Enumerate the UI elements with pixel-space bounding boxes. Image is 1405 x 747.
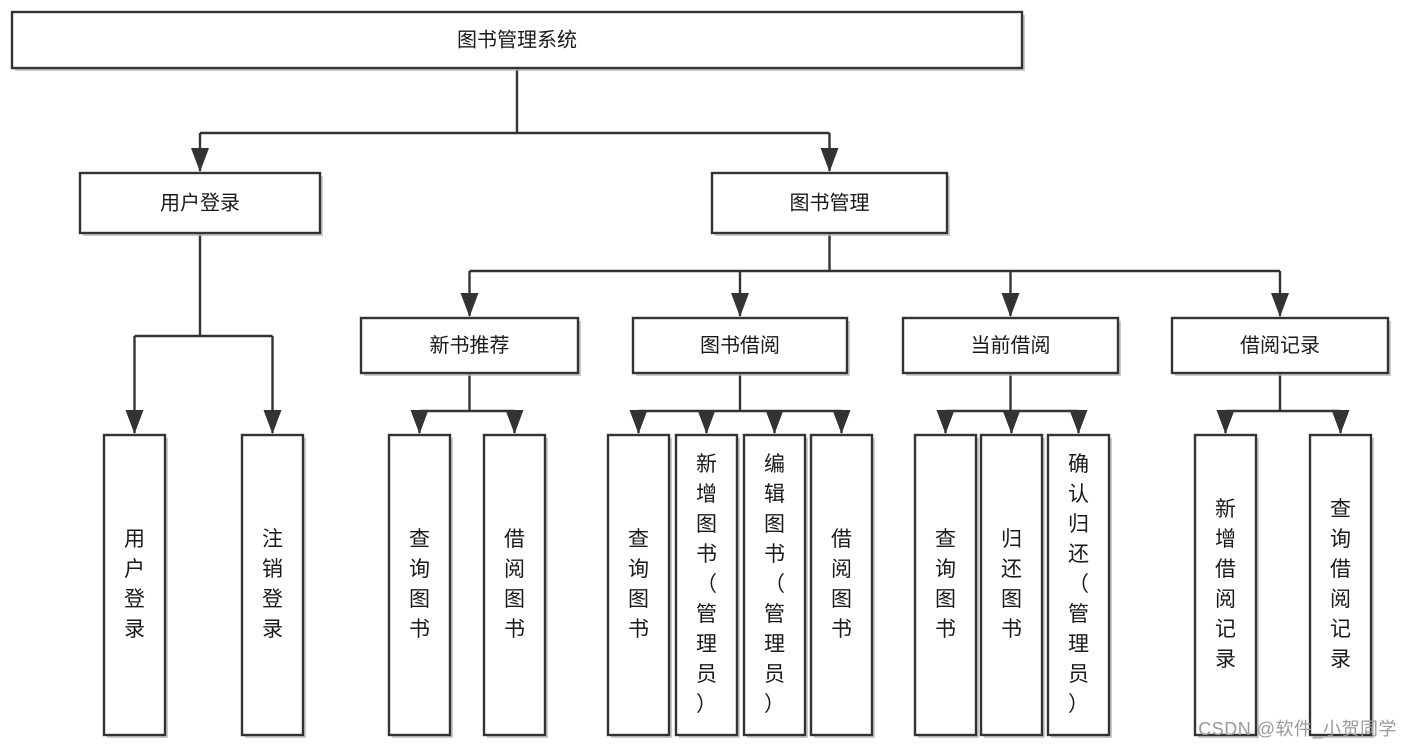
node-leaf-query-borrow-record[interactable]: 查询借阅记录 [1308, 433, 1374, 738]
node-box [387, 433, 452, 737]
node-label: 查询图书 [409, 528, 430, 641]
node-label: 新增图书（管理员） [696, 453, 717, 716]
node-current-borrow[interactable]: 当前借阅 [901, 316, 1121, 376]
node-box [901, 316, 1120, 375]
arrow-head-icon [1271, 293, 1289, 317]
node-box [742, 433, 807, 737]
arrow-head-icon [1331, 410, 1350, 434]
node-label: 查询图书 [935, 528, 956, 641]
arrow-head-icon [1002, 410, 1021, 434]
node-box [1046, 433, 1111, 737]
arrow-head-icon [125, 410, 144, 434]
node-leaf-query-book-rec[interactable]: 查询图书 [387, 433, 453, 738]
node-label: 借阅图书 [831, 528, 852, 641]
node-label: 编辑图书（管理员） [764, 453, 785, 716]
node-leaf-add-borrow-record[interactable]: 新增借阅记录 [1193, 433, 1259, 738]
node-box [606, 433, 671, 737]
node-leaf-query-book-cur[interactable]: 查询图书 [913, 433, 979, 738]
arrow-head-icon [1001, 293, 1020, 317]
node-label: 用户登录 [124, 528, 145, 641]
arrow-head-icon [820, 148, 839, 172]
node-box [710, 171, 949, 235]
arrow-head-icon [765, 410, 784, 434]
node-leaf-edit-book[interactable]: 编辑图书（管理员） [742, 433, 808, 738]
node-leaf-add-book[interactable]: 新增图书（管理员） [674, 433, 740, 738]
node-box [359, 316, 580, 375]
node-box [102, 433, 167, 737]
node-box [979, 433, 1044, 737]
node-leaf-logout[interactable]: 注销登录 [240, 433, 306, 738]
node-label: 图书管理 [790, 191, 870, 214]
arrow-head-icon [731, 293, 749, 317]
node-box [674, 433, 739, 737]
arrow-head-icon [191, 148, 209, 172]
arrow-head-icon [410, 410, 429, 434]
node-box [1193, 433, 1258, 737]
node-label: 新增借阅记录 [1215, 498, 1236, 671]
node-label: 用户登录 [160, 191, 240, 214]
node-leaf-user-login[interactable]: 用户登录 [102, 433, 168, 738]
node-box [809, 433, 874, 737]
arrow-head-icon [505, 410, 524, 434]
node-box [78, 171, 322, 235]
node-leaf-return-book[interactable]: 归还图书 [979, 433, 1045, 738]
node-label: 借阅图书 [504, 528, 525, 641]
node-leaf-query-book-borrow[interactable]: 查询图书 [606, 433, 672, 738]
node-leaf-confirm-return[interactable]: 确认归还（管理员） [1046, 433, 1112, 738]
arrow-head-icon [832, 410, 851, 434]
arrow-head-icon [1216, 410, 1235, 434]
node-box [913, 433, 978, 737]
arrow-head-icon [629, 410, 648, 434]
arrow-head-icon [697, 410, 716, 434]
arrow-head-icon [936, 410, 955, 434]
node-user-login[interactable]: 用户登录 [78, 171, 323, 236]
node-label: 查询图书 [628, 528, 649, 641]
node-label: 新书推荐 [430, 334, 510, 357]
connector-layer [125, 68, 1350, 434]
node-borrow-record[interactable]: 借阅记录 [1170, 316, 1391, 376]
node-book-management[interactable]: 图书管理 [710, 171, 950, 236]
arrow-head-icon [460, 293, 479, 317]
node-label: 归还图书 [1001, 528, 1022, 641]
node-box [482, 433, 547, 737]
node-label: 确认归还（管理员） [1068, 453, 1089, 716]
node-label: 查询借阅记录 [1330, 498, 1351, 671]
node-label: 图书借阅 [700, 334, 780, 357]
node-leaf-borrow-book-rec[interactable]: 借阅图书 [482, 433, 548, 738]
node-label: 借阅记录 [1240, 334, 1320, 357]
node-label: 注销登录 [262, 528, 283, 641]
node-box [631, 316, 849, 375]
node-layer: 图书管理系统用户登录图书管理新书推荐图书借阅当前借阅借阅记录用户登录注销登录查询… [10, 10, 1391, 738]
node-box [1170, 316, 1390, 375]
node-root[interactable]: 图书管理系统 [10, 10, 1025, 71]
node-box [10, 10, 1024, 70]
arrow-head-icon [263, 410, 282, 434]
node-label: 图书管理系统 [457, 28, 577, 51]
arrow-head-icon [1069, 410, 1088, 434]
node-new-book-recommend[interactable]: 新书推荐 [359, 316, 581, 376]
node-book-borrow[interactable]: 图书借阅 [631, 316, 850, 376]
node-box [1308, 433, 1373, 737]
node-label: 当前借阅 [971, 334, 1051, 357]
node-box [240, 433, 305, 737]
node-leaf-borrow-book[interactable]: 借阅图书 [809, 433, 875, 738]
